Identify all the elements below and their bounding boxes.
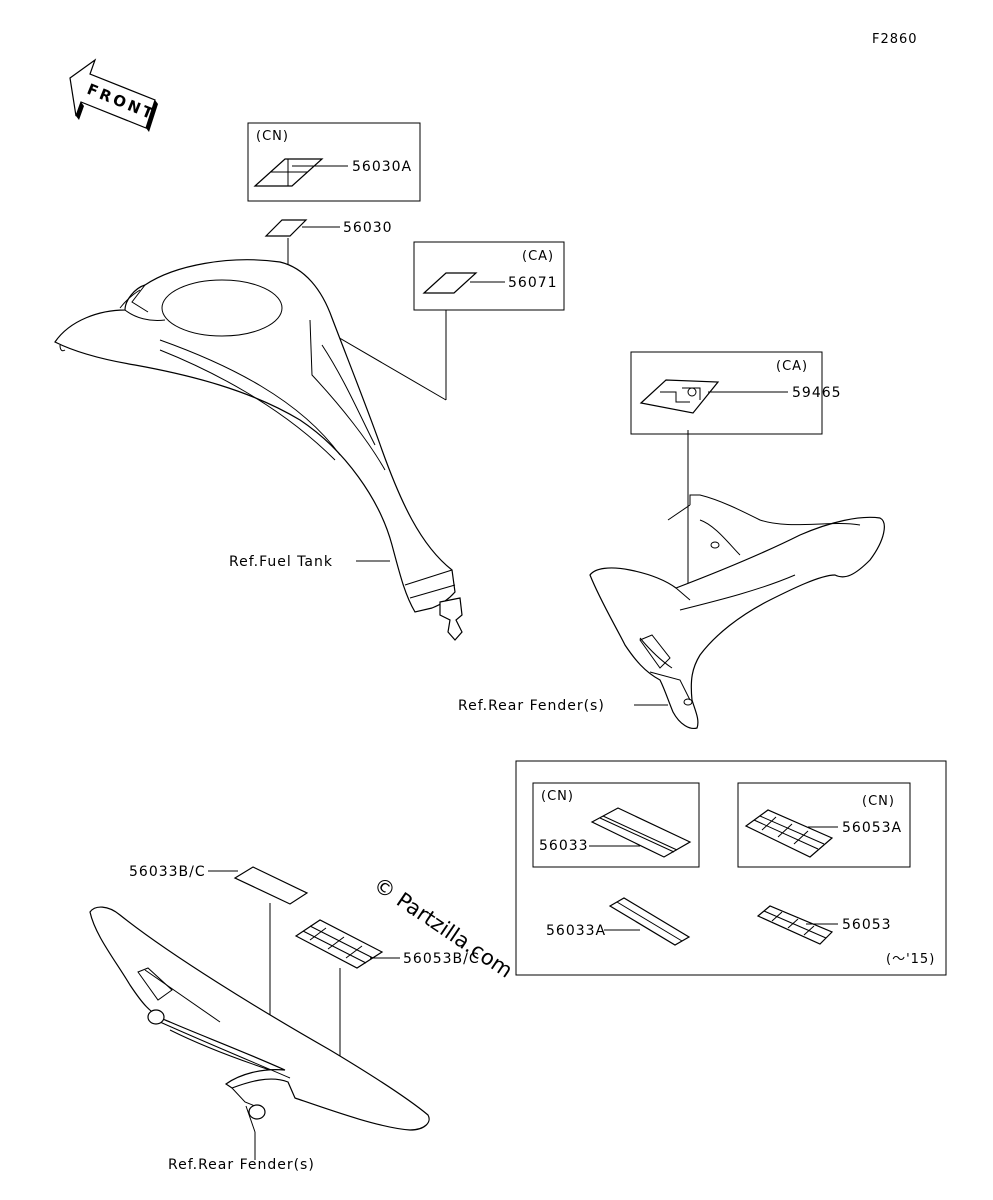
box-cn-top-label: (CN) xyxy=(256,129,289,144)
box-cn-56053a-label: (CN) xyxy=(862,794,895,809)
box-cn-56033 xyxy=(532,782,700,868)
sticker-56030-icon xyxy=(264,219,308,237)
label-56033a: 56033A xyxy=(546,923,606,939)
label-56053a: 56053A xyxy=(842,820,902,836)
ref-rear-fender-2: Ref.Rear Fender(s) xyxy=(168,1157,315,1173)
ref-fuel-tank: Ref.Fuel Tank xyxy=(229,554,333,570)
label-56071: 56071 xyxy=(508,275,558,291)
box-ca-top-label: (CA) xyxy=(522,249,554,264)
label-56033bc: 56033B/C xyxy=(129,864,206,880)
sticker-56033bc-icon xyxy=(233,866,309,905)
ref-rear-fender-1: Ref.Rear Fender(s) xyxy=(458,698,605,714)
sticker-56030a-icon xyxy=(253,158,324,187)
box-cn-top xyxy=(247,122,421,202)
label-56030a: 56030A xyxy=(352,159,412,175)
sticker-56033a-icon xyxy=(608,897,691,946)
sticker-56033-icon xyxy=(590,807,692,858)
chain-cover-drawing xyxy=(89,906,430,1133)
front-arrow-icon: FRONT xyxy=(69,58,158,132)
sticker-56053bc-icon xyxy=(294,919,384,969)
fuel-tank-drawing xyxy=(54,259,463,641)
label-56053: 56053 xyxy=(842,917,892,933)
box-ca-top xyxy=(413,241,565,311)
sticker-56071-icon xyxy=(422,272,478,294)
sticker-59465-icon xyxy=(639,379,720,414)
box-cn-56053a xyxy=(737,782,911,868)
box-ca-right xyxy=(630,351,823,435)
box-ca-right-label: (CA) xyxy=(776,359,808,374)
label-59465: 59465 xyxy=(792,385,842,401)
rear-fender-drawing xyxy=(589,494,885,730)
box-cn-56033-label: (CN) xyxy=(541,789,574,804)
group-box-bottom xyxy=(515,760,947,976)
year-note: (～'15) xyxy=(886,952,935,967)
sticker-56053-icon xyxy=(756,905,834,945)
label-56030: 56030 xyxy=(343,220,393,236)
sticker-56053a-icon xyxy=(744,809,834,858)
label-56053bc: 56053B/C xyxy=(403,951,480,967)
diagram-code: F2860 xyxy=(872,32,918,47)
label-56033: 56033 xyxy=(539,838,589,854)
